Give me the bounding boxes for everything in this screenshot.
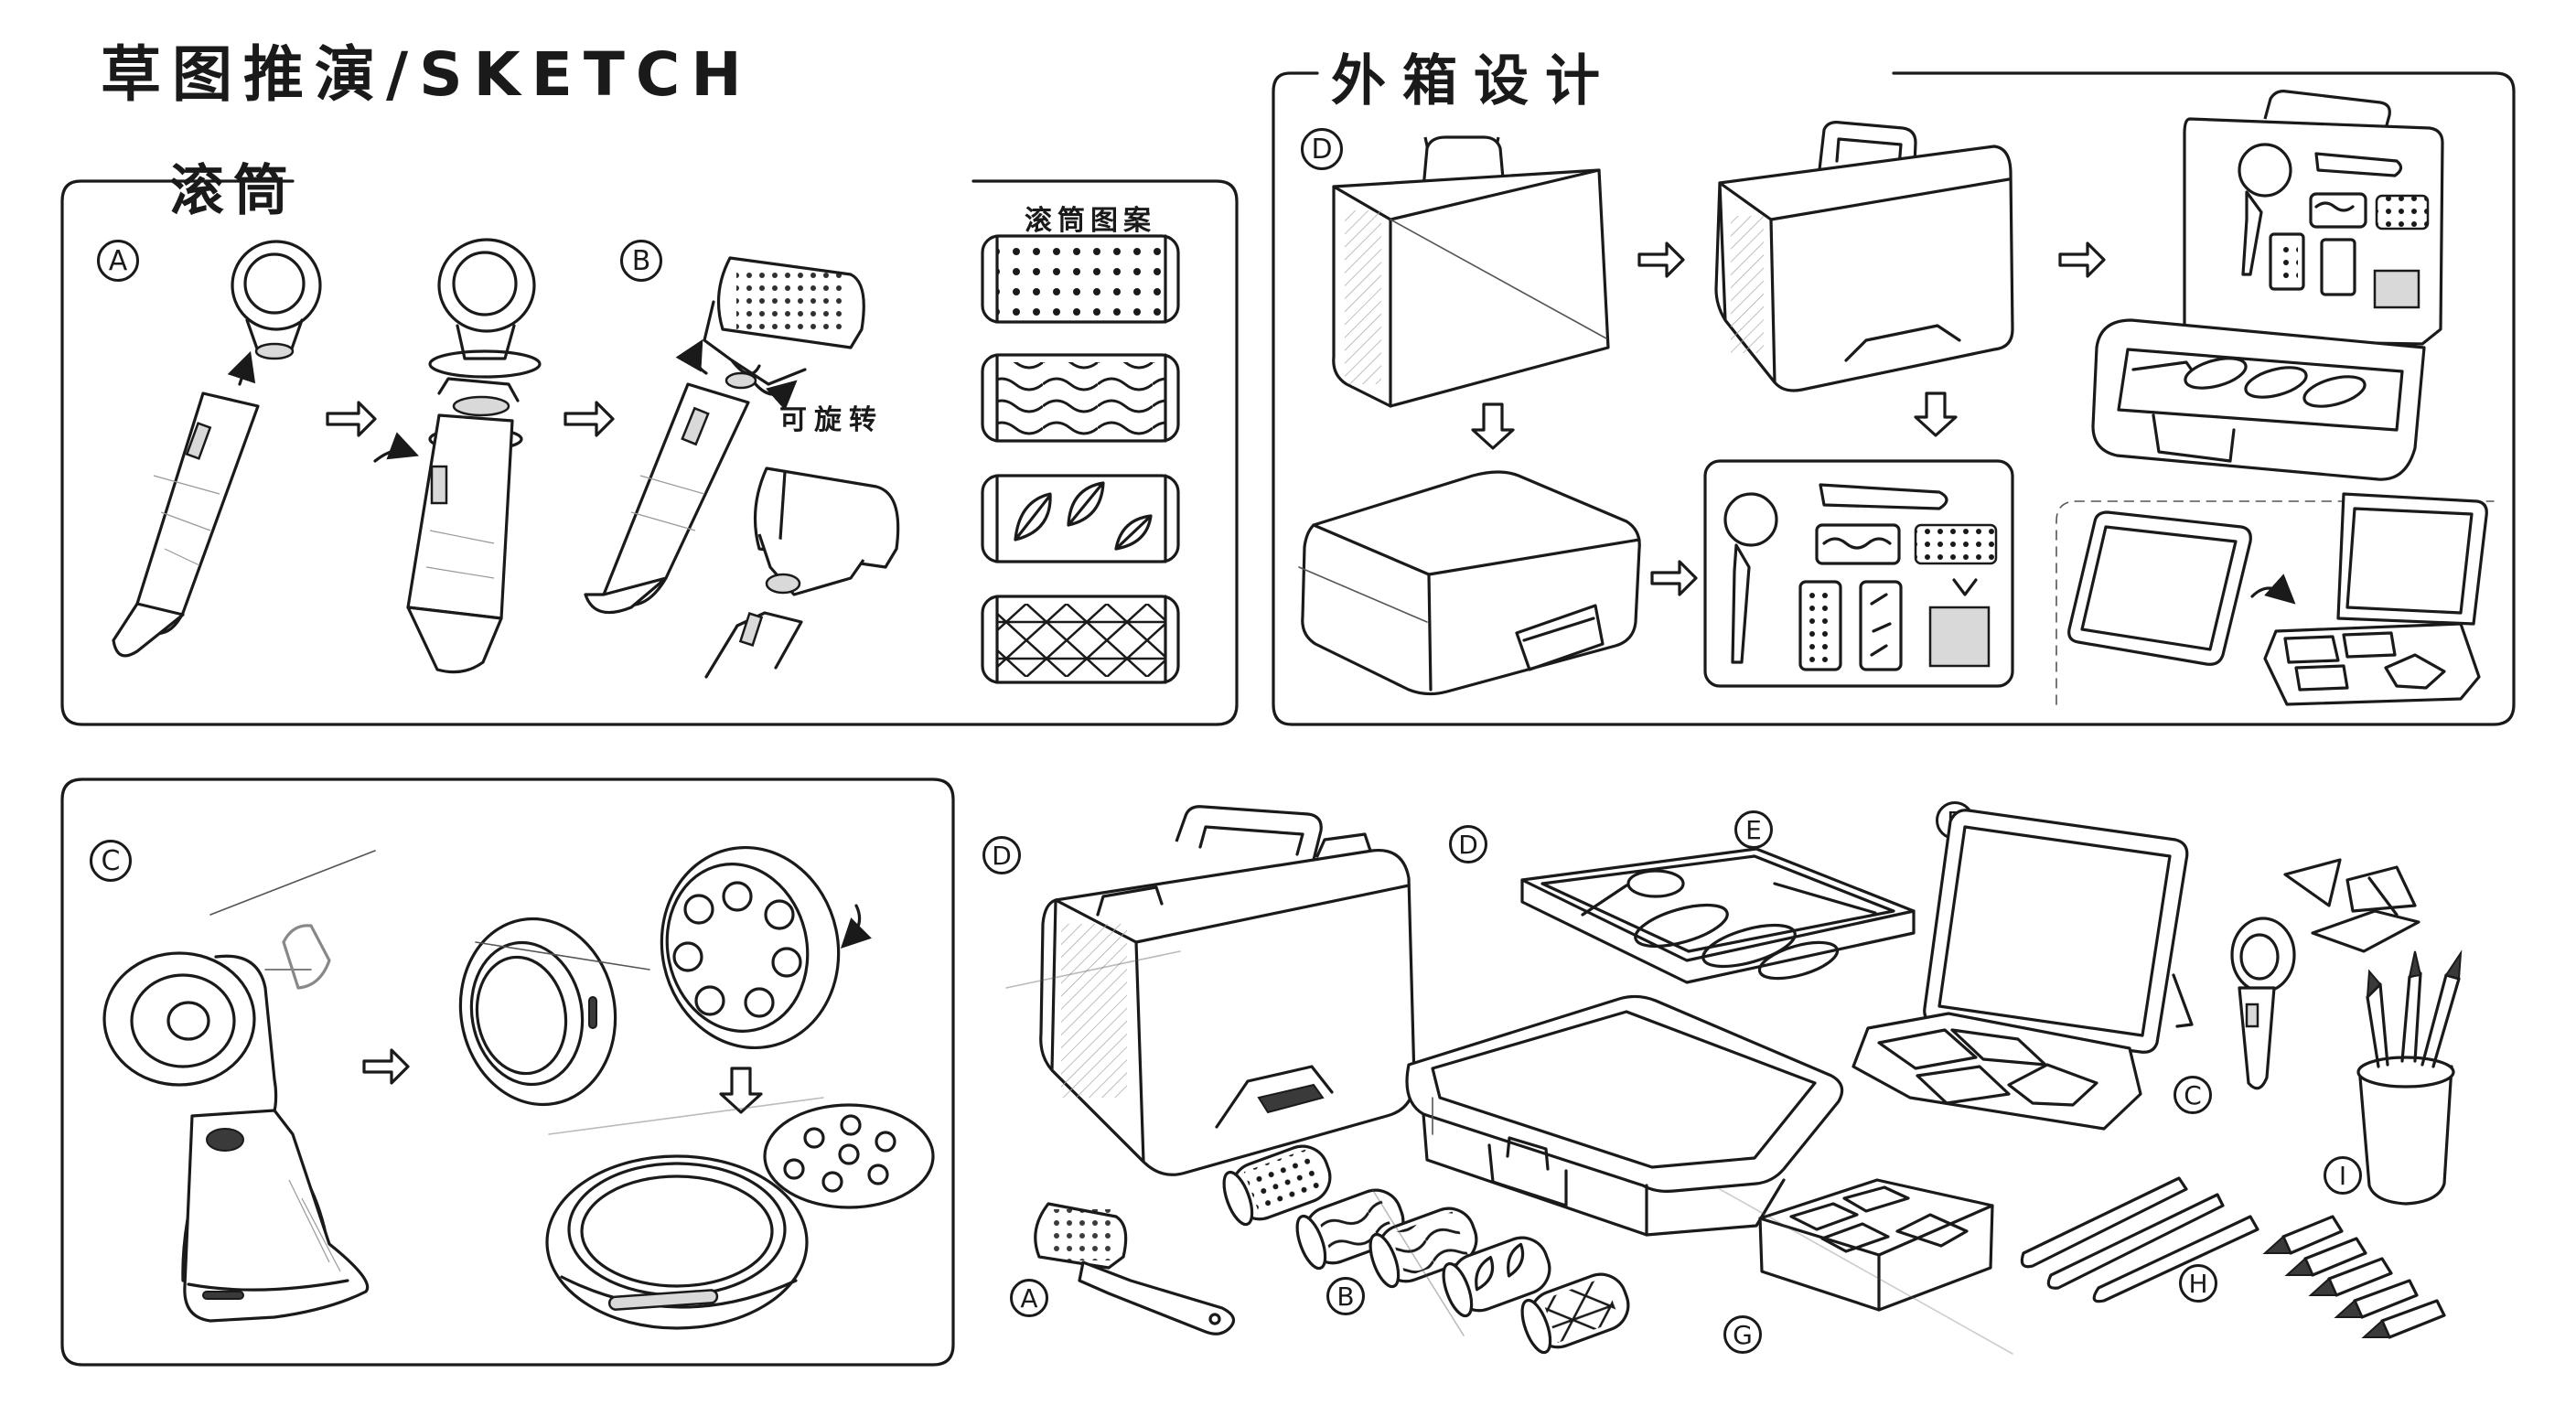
pen-tool-c-sketch	[2230, 917, 2296, 1090]
case-tray-layout	[1703, 459, 2014, 688]
case-closed-sketch-3	[1298, 470, 1641, 696]
label-b-badge: B	[620, 240, 662, 282]
roller-tool-a-sketch	[1034, 1202, 1236, 1335]
arrow-down-icon	[1914, 391, 1958, 437]
label-b-badge-rollers: B	[1326, 1277, 1365, 1315]
label-c-badge-tool: C	[2174, 1076, 2212, 1114]
small-tray-g-sketch	[1758, 1178, 1994, 1312]
pattern-disc-sketch	[763, 1103, 935, 1209]
pattern-waves	[981, 353, 1180, 443]
label-g-badge: G	[1723, 1315, 1762, 1354]
suitcase-main-sketch	[1039, 805, 1416, 1176]
pattern-triangles	[981, 595, 1180, 684]
label-c-badge: C	[90, 840, 132, 882]
case-closed-sketch-1	[1332, 135, 1610, 408]
lens-ring-sketch	[458, 917, 650, 1107]
case-tablet-lid	[2067, 492, 2488, 706]
roller-pen-sketch-b	[584, 256, 900, 679]
open-case-base-sketch	[1405, 994, 1844, 1237]
arrow-down-icon	[719, 1067, 763, 1114]
arrow-right-icon	[362, 1048, 410, 1085]
case-section-title: 外箱设计	[1331, 49, 1616, 113]
roller-section-title: 滚筒	[169, 159, 297, 223]
label-e-badge-tray: E	[1734, 810, 1773, 849]
tablet-case-sketch	[1852, 809, 2194, 1131]
arrow-right-icon	[564, 401, 615, 437]
label-a-badge-roller: A	[1010, 1279, 1048, 1317]
page-title: 草图推演/SKETCH	[101, 39, 753, 110]
arrow-right-icon	[2058, 241, 2106, 278]
case-closed-sketch-2	[1714, 121, 2014, 392]
panel-frames	[60, 71, 2516, 1367]
pattern-section-title: 滚筒图案	[1025, 205, 1156, 237]
cylinder-head-sketch	[102, 850, 376, 1323]
arrow-down-icon	[1471, 402, 1515, 450]
construction-lines	[548, 950, 2013, 1355]
tangram-pieces-sketch	[2283, 858, 2420, 953]
roller-set-b-sketch	[1222, 1144, 1630, 1355]
label-d-badge-case: D	[1301, 128, 1343, 170]
pattern-leaves	[981, 474, 1180, 563]
base-ring-sketch	[545, 1154, 809, 1330]
label-d-badge-tray: D	[1449, 825, 1487, 863]
arrow-right-icon	[1650, 560, 1698, 596]
roller-pen-sketch-a2	[373, 238, 542, 674]
arrow-right-icon	[1637, 241, 1685, 278]
pattern-dots	[981, 234, 1180, 324]
inner-tray-sketch	[1520, 847, 1916, 984]
case-open-sketch	[2091, 90, 2444, 481]
label-i-badge: I	[2324, 1156, 2362, 1195]
label-d-badge-suitcase: D	[982, 836, 1021, 874]
rotating-disc-sketch	[660, 845, 872, 1050]
brush-cup-sketch	[2356, 949, 2463, 1206]
crayon-set-sketch	[2262, 1215, 2446, 1339]
roller-pattern-list	[981, 234, 1180, 684]
label-a-badge: A	[97, 240, 139, 282]
sculpting-tools-h-sketch	[2020, 1176, 2259, 1303]
arrow-right-icon	[326, 401, 377, 437]
roller-pen-sketch-a	[112, 240, 322, 658]
label-h-badge: H	[2179, 1264, 2217, 1303]
